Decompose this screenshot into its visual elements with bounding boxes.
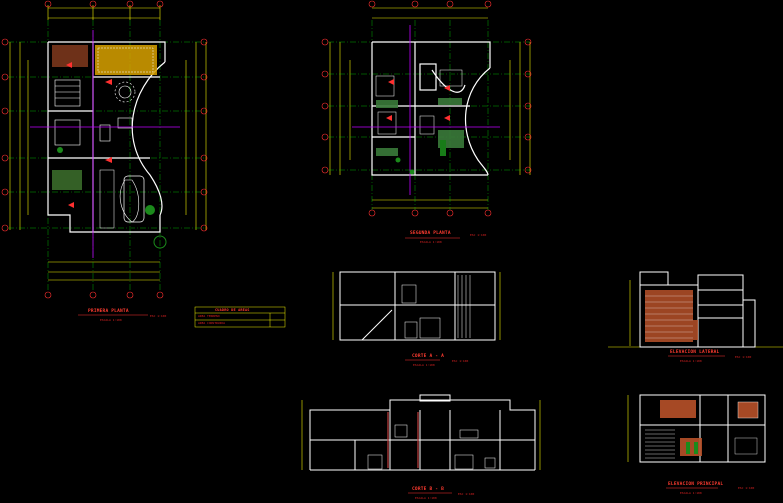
- front-elevation: [627, 394, 766, 489]
- plan2-subtitle: ESCALA 1:100: [420, 240, 442, 244]
- side-elevation-title: ELEVACION LATERAL: [670, 350, 720, 355]
- plan1-scale: ESC 1:100: [150, 314, 167, 318]
- section-b-b: [301, 394, 541, 494]
- front-elevation-subtitle: ESCALA 1:100: [680, 491, 702, 495]
- legend-row-1: AREA TERRENO: [198, 314, 220, 318]
- section-a-a: [332, 271, 501, 361]
- side-elevation-scale: ESC 1:100: [735, 355, 752, 359]
- plan1-subtitle: ESCALA 1:100: [100, 318, 122, 322]
- front-elevation-title: ELEVACION PRINCIPAL: [668, 482, 724, 487]
- section-b-title: CORTE B - B: [412, 487, 445, 492]
- second-floor-plan: [321, 0, 532, 239]
- front-elevation-scale: ESC 1:100: [738, 486, 755, 490]
- section-b-subtitle: ESCALA 1:100: [415, 496, 437, 500]
- plan1-title: PRIMERA PLANTA: [88, 309, 129, 314]
- side-elevation-subtitle: ESCALA 1:100: [680, 359, 702, 363]
- section-a-title: CORTE A - A: [412, 354, 445, 359]
- area-table: [194, 306, 286, 328]
- legend-row-2: AREA CONSTRUIDA: [198, 321, 226, 325]
- plan2-title: SEGUNDA PLANTA: [410, 231, 451, 236]
- section-b-scale: ESC 1:100: [458, 492, 475, 496]
- section-a-subtitle: ESCALA 1:100: [413, 363, 435, 367]
- first-floor-plan: [1, 0, 208, 316]
- plan2-scale: ESC 1:100: [470, 233, 487, 237]
- legend-title: CUADRO DE AREAS: [215, 308, 250, 312]
- side-elevation: [608, 271, 783, 357]
- section-a-scale: ESC 1:100: [452, 359, 469, 363]
